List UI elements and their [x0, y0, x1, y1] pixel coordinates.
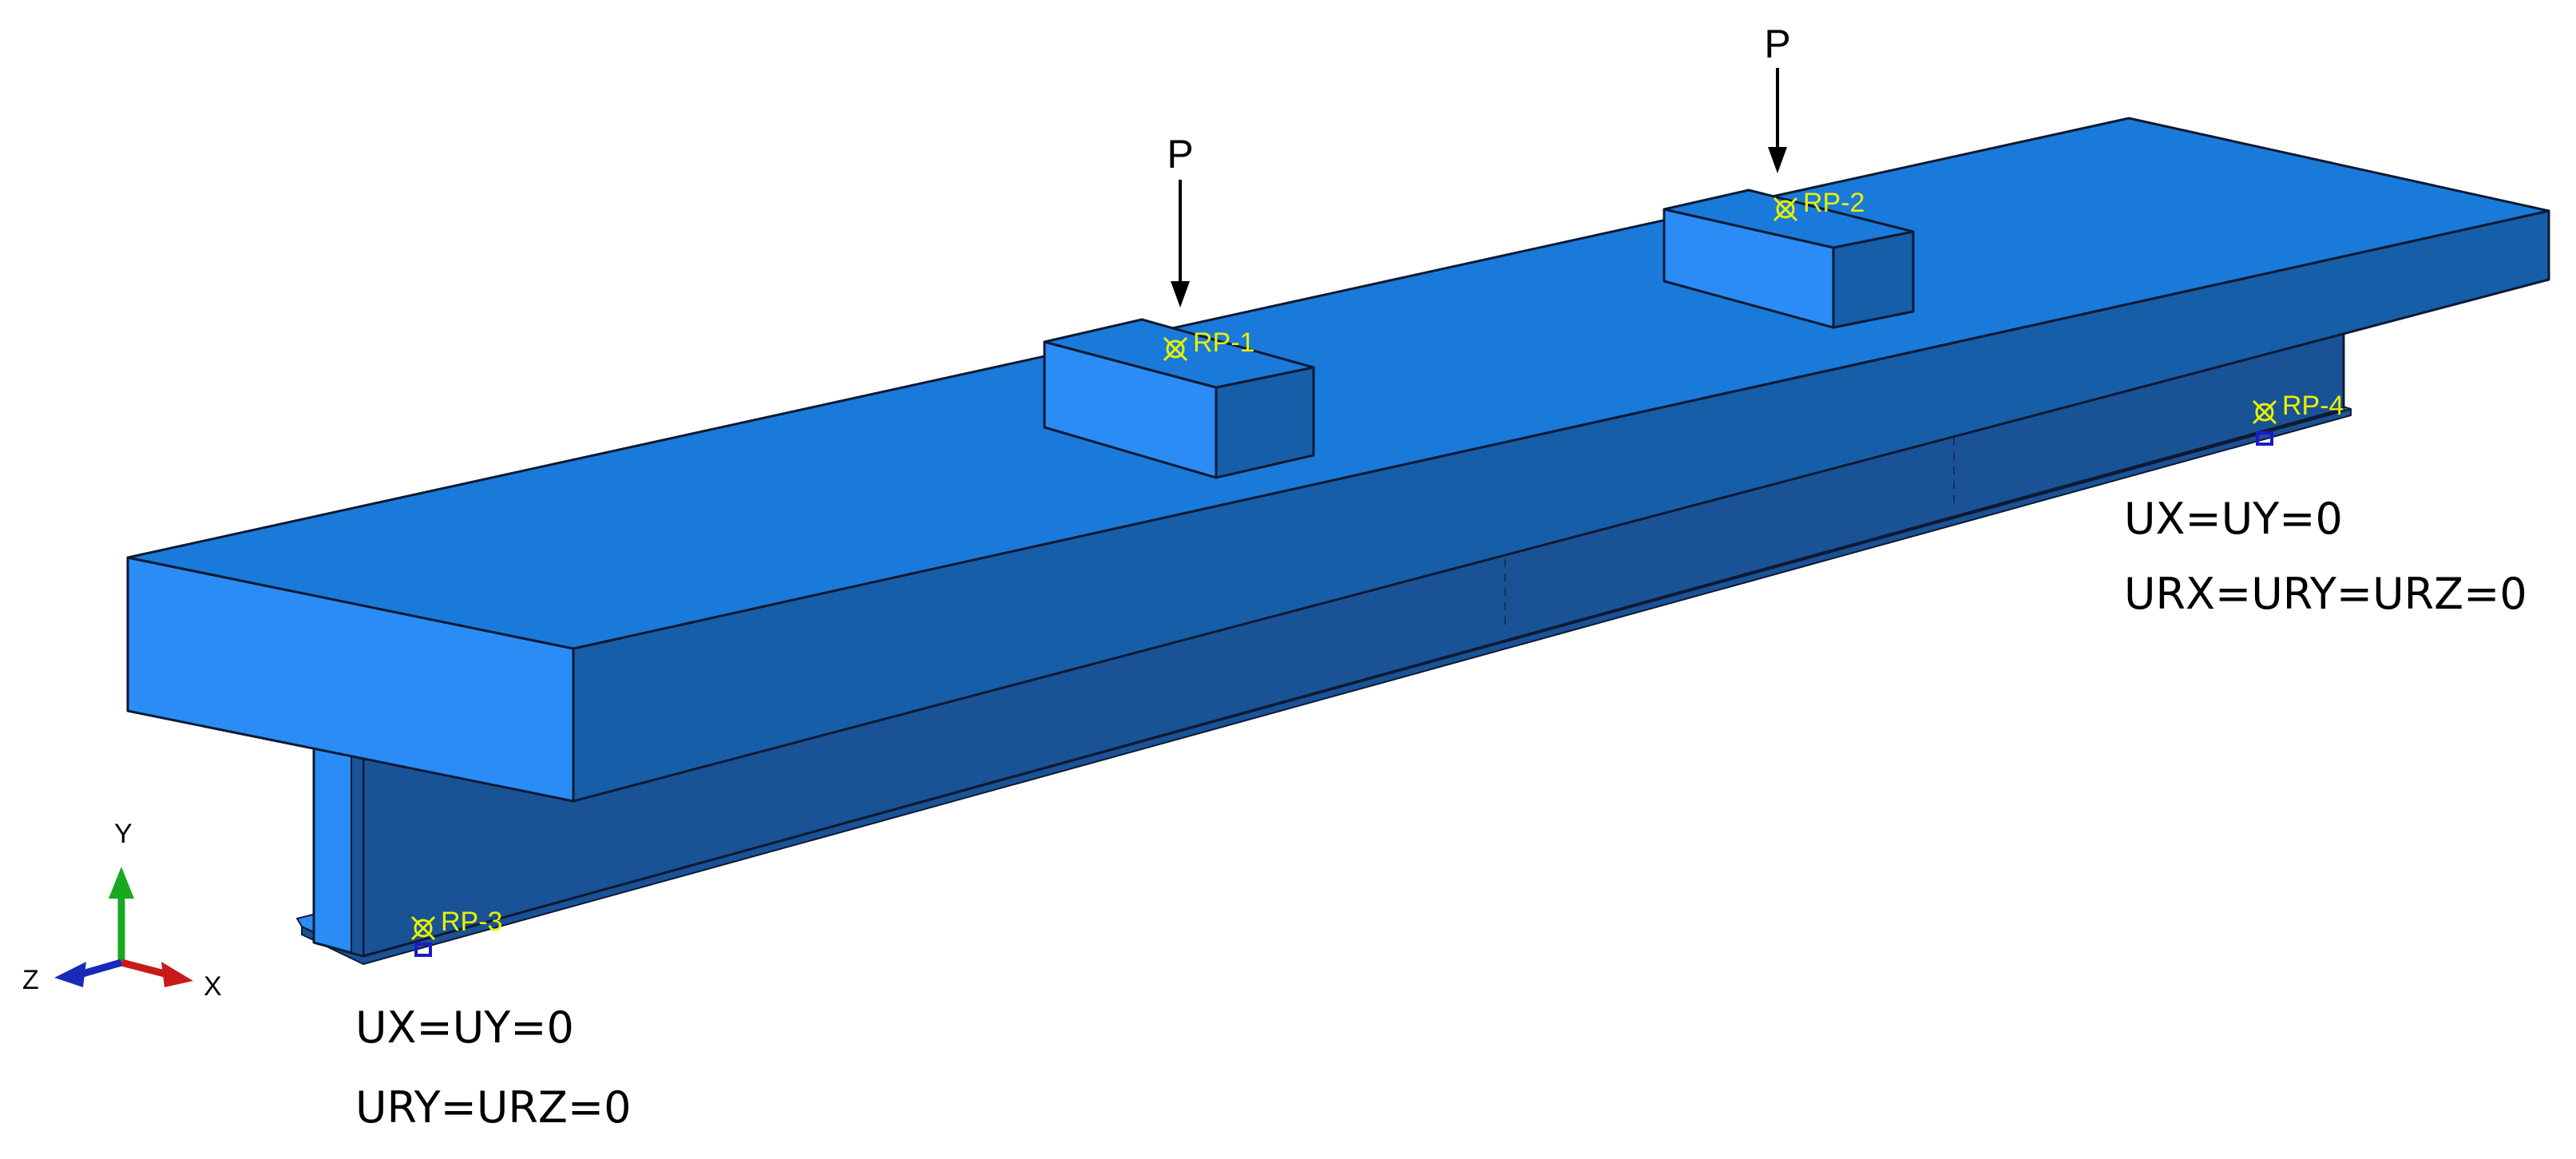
boundary-marker-left: [414, 943, 432, 957]
x-axis-arrow: [120, 959, 169, 978]
reference-point-1: RP-1: [1163, 327, 1254, 362]
reference-point-4: RP-4: [2252, 391, 2344, 425]
z-axis-label: Z: [22, 965, 39, 995]
load-label-2: P: [1764, 22, 1790, 66]
load-label-1: P: [1167, 132, 1193, 177]
axis-triad: Y X Z: [22, 819, 222, 1002]
rp-label-4: RP-4: [2282, 391, 2344, 421]
bc-left-line-2: URY=URZ=0: [355, 1082, 631, 1133]
concrete-slab: [126, 117, 2550, 803]
slab-top-face: [126, 117, 2550, 650]
x-axis-label: X: [204, 971, 222, 1002]
reference-point-3: RP-3: [410, 907, 502, 941]
rp-label-2: RP-2: [1803, 188, 1865, 218]
bc-left-line-1: UX=UY=0: [355, 1002, 574, 1053]
loading-block-1: [1043, 318, 1315, 479]
y-axis-label: Y: [114, 819, 133, 849]
rp-label-1: RP-1: [1193, 327, 1254, 358]
block-2-top: [1663, 189, 1915, 249]
load-arrow-1: P: [1167, 132, 1194, 308]
loading-block-2: [1663, 189, 1915, 329]
steel-beam: [296, 322, 2352, 965]
bc-right-line-1: UX=UY=0: [2124, 494, 2343, 544]
z-axis-arrow: [78, 959, 123, 978]
rp-label-3: RP-3: [441, 907, 502, 937]
bc-right-line-2: URX=URY=URZ=0: [2124, 569, 2527, 619]
boundary-marker-right: [2256, 431, 2273, 446]
load-arrow-2: P: [1764, 22, 1791, 173]
reference-point-2: RP-2: [1773, 188, 1865, 222]
